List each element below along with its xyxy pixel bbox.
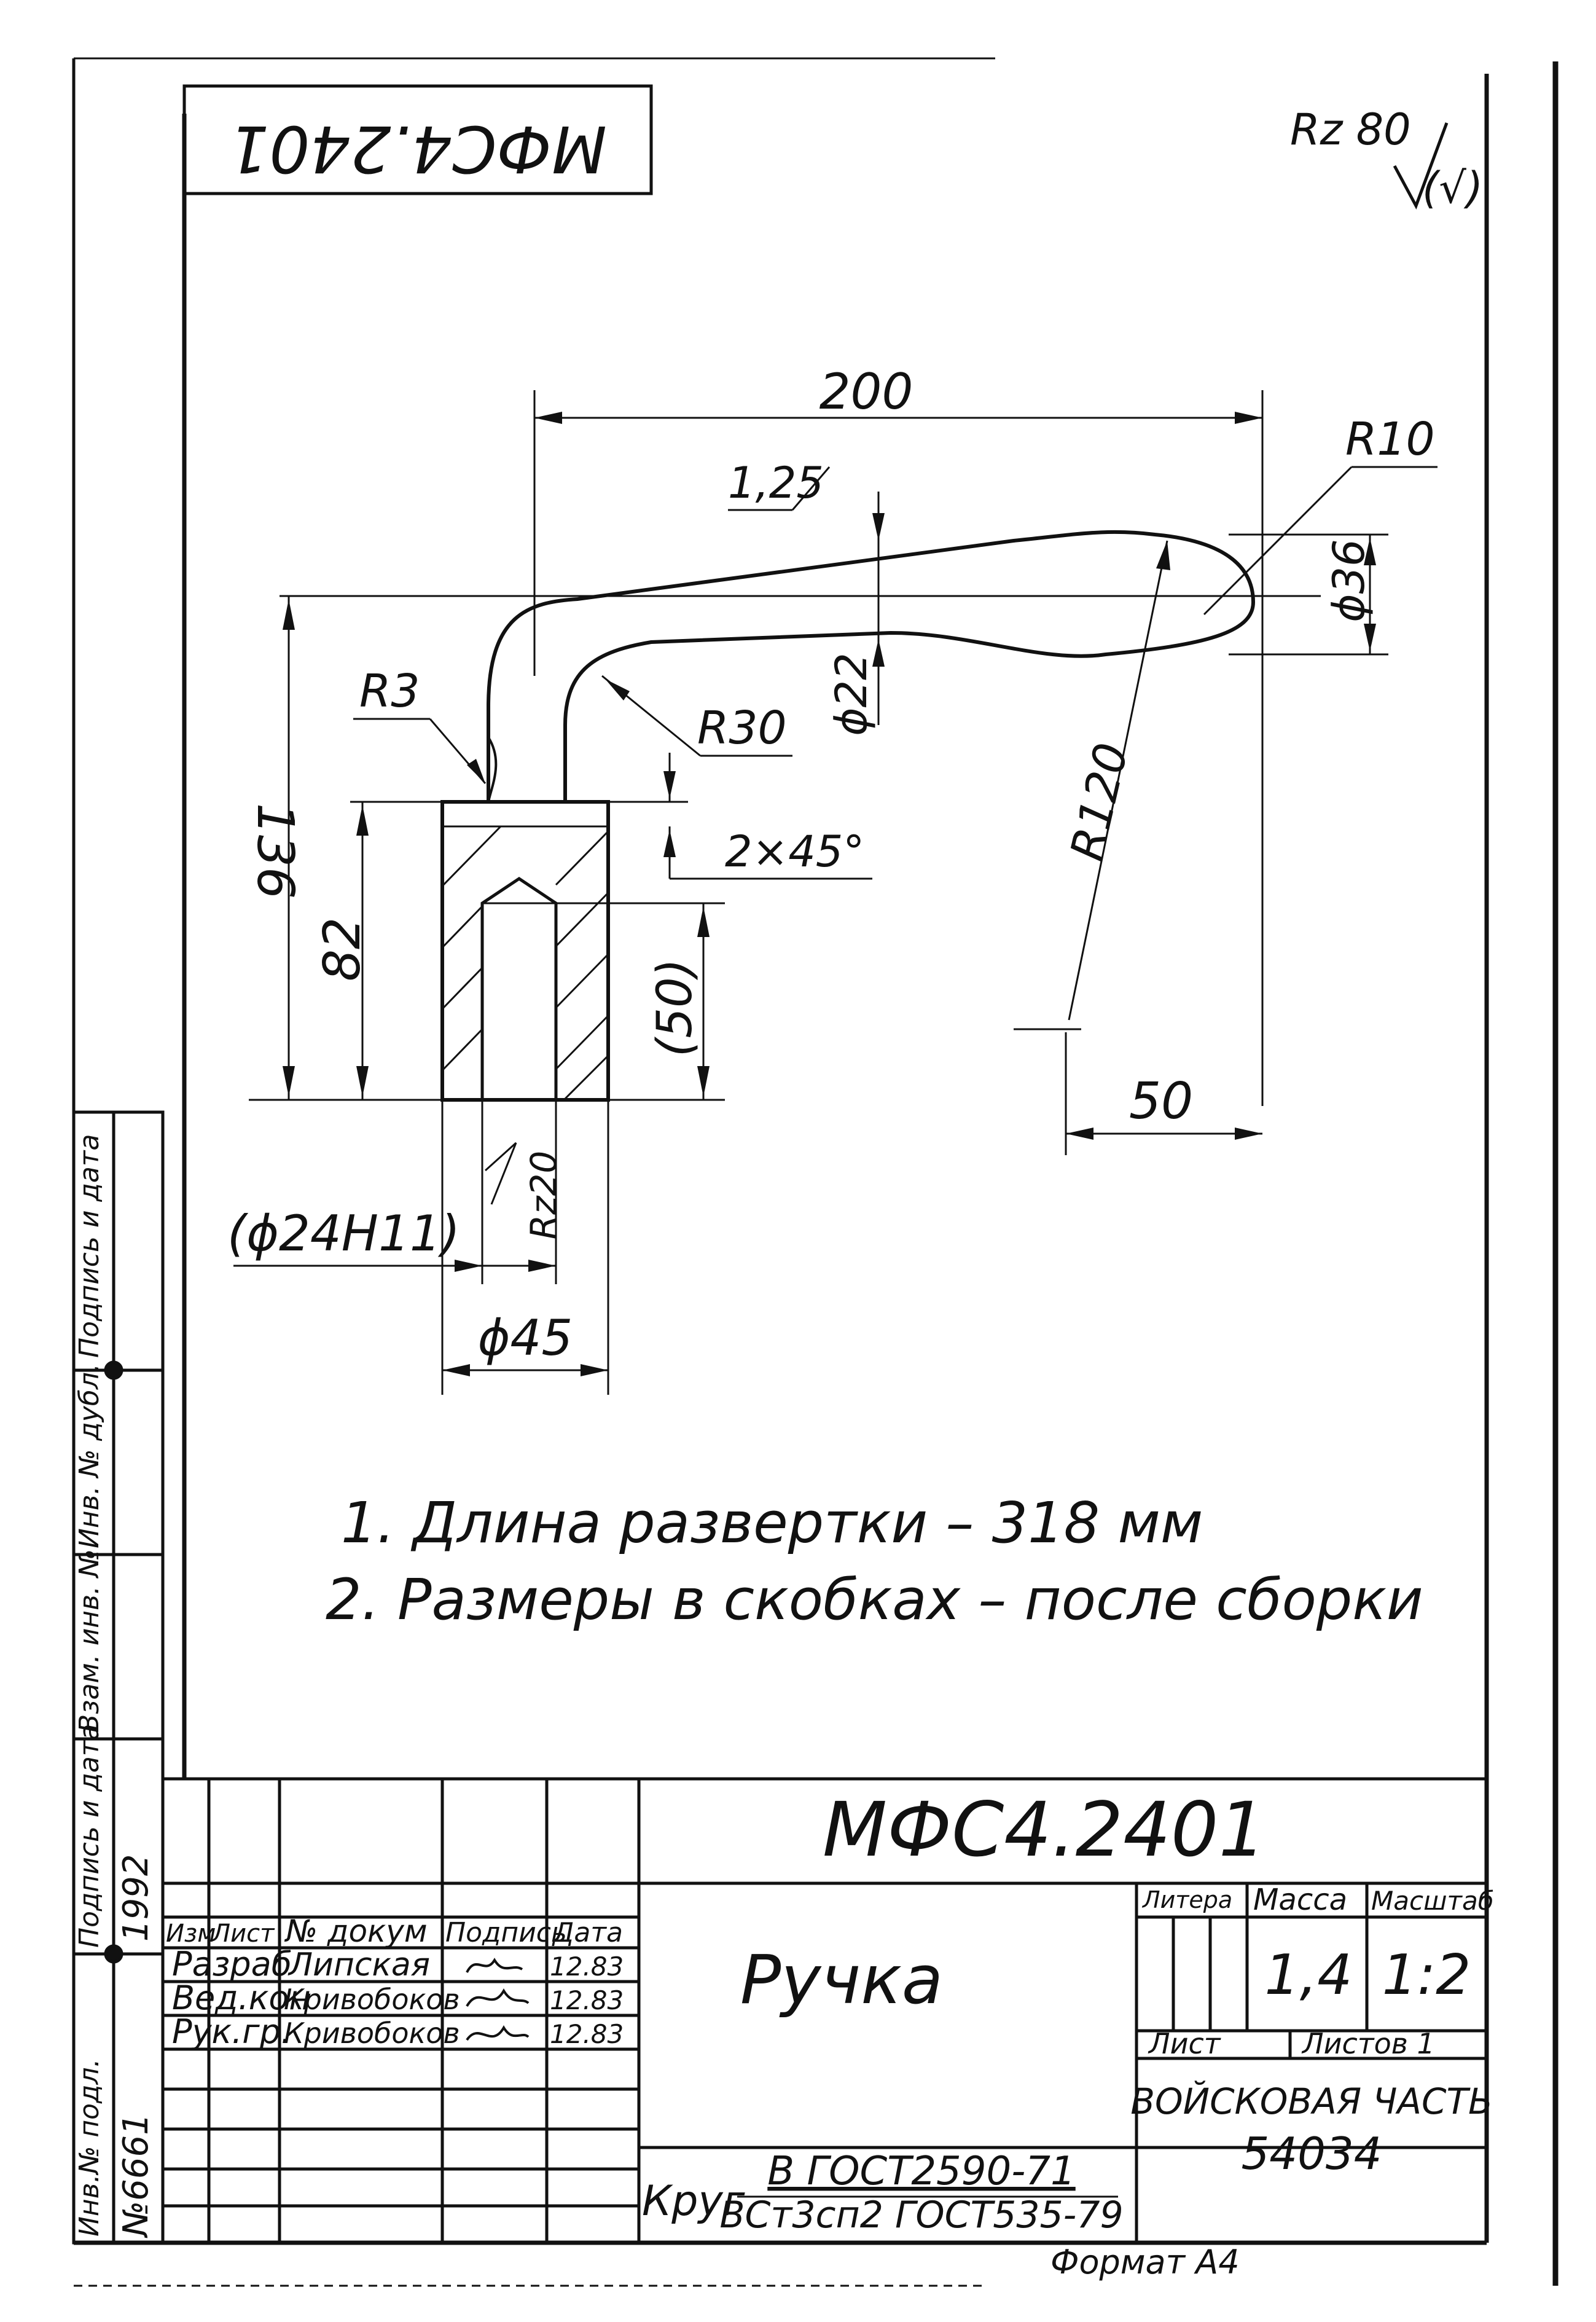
title-block-grid [163, 1777, 1487, 2243]
tb-mass: 1,4 [1264, 1943, 1352, 2007]
tb-col-izm: Изм [166, 1920, 216, 1948]
dim-bore: (ϕ24H11) [227, 1205, 460, 1262]
dim-d22: ϕ22 [826, 653, 877, 735]
tb-signatures [466, 1958, 530, 2041]
side-label-dup: Инв. № дубл. [74, 1363, 105, 1548]
tb-row-role-1: Разраб [172, 1945, 292, 1983]
tb-part-name: Ручка [740, 1940, 943, 2019]
side-handwritten: 1992 [116, 1854, 156, 1942]
tb-row-name-3: Кривобоков [284, 2017, 460, 2050]
tb-designation: МФС4.2401 [823, 1786, 1266, 1873]
tb-org-number: 54034 [1241, 2128, 1382, 2179]
tb-row-role-3: Рук.гр. [172, 2012, 291, 2051]
roughness-bracket: (√) [1422, 163, 1483, 213]
tb-row-date-3: 12.83 [550, 2019, 624, 2049]
rod-outline-outer [487, 530, 1255, 802]
general-roughness: Rz 80 (√) [1290, 104, 1483, 213]
dim-r30: R30 [697, 702, 787, 755]
tb-col-doc: № докум [284, 1913, 428, 1949]
dim-roughness-125: 1,25 [728, 458, 824, 508]
dim-82: 82 [313, 917, 372, 981]
side-label-replace: Взам. инв. № [74, 1549, 105, 1733]
tb-col-sign: Подпись [445, 1917, 567, 1948]
tb-row-date-1: 12.83 [550, 1951, 624, 1982]
note-1: 1. Длина развертки – 318 мм [341, 1490, 1203, 1556]
side-stamp [72, 1110, 165, 2245]
dim-d45: ϕ45 [478, 1309, 573, 1367]
tb-row-role-2: Вед.кон [172, 1979, 311, 2017]
dim-50: 50 [1129, 1072, 1193, 1131]
tb-org: ВОЙСКОВАЯ ЧАСТЬ [1130, 2080, 1493, 2122]
side-inv-number: №6661 [116, 2113, 156, 2238]
tb-row-name-1: Липская [288, 1947, 430, 1983]
dimension-arrows [283, 412, 1376, 1376]
top-stamp: МФС4.2401 [182, 84, 653, 195]
tb-sheets-label: Листов 1 [1301, 2027, 1435, 2060]
dim-136: 136 [246, 803, 304, 900]
dim-chamfer: 2×45° [725, 826, 864, 877]
top-stamp-text: МФС4.2401 [229, 111, 607, 186]
dim-200: 200 [820, 363, 913, 420]
tb-format: Формат А4 [1050, 2243, 1240, 2281]
tb-row-date-2: 12.83 [550, 1985, 624, 2015]
tb-mass-label: Масса [1253, 1883, 1347, 1917]
roughness-bore: Rz20 [523, 1151, 565, 1240]
side-label-inv: Инв.№ подл. [74, 2058, 105, 2237]
side-label-sign-1: Подпись и дата [74, 1724, 105, 1948]
side-label-sign-2: Подпись и дата [74, 1134, 105, 1358]
tb-row-name-2: Кривобоков [284, 1983, 460, 2016]
tb-col-list: Лист [211, 1920, 275, 1948]
tb-material-top: В ГОСТ2590-71 [767, 2149, 1075, 2194]
rod-outline-inner [563, 602, 1255, 802]
tb-material-label: Круг [642, 2177, 746, 2226]
tb-scale: 1:2 [1382, 1943, 1471, 2007]
dim-r3: R3 [359, 665, 420, 718]
dim-d36: ϕ36 [1324, 539, 1374, 622]
dim-r10: R10 [1345, 413, 1435, 466]
tb-sheet-label: Лист [1148, 2027, 1221, 2060]
tb-material-bottom: ВСт3сп2 ГОСТ535-79 [719, 2194, 1123, 2237]
bore [480, 876, 558, 1100]
dim-50-bracket: (50) [647, 959, 703, 1057]
tb-col-date: Дата [552, 1917, 623, 1948]
note-2: 2. Размеры в скобках – после сборки [326, 1567, 1423, 1633]
dimensions [233, 390, 1438, 1395]
tb-litera-label: Литера [1141, 1886, 1232, 1913]
tb-scale-label: Масштаб [1371, 1886, 1494, 1916]
roughness-general-label: Rz 80 [1290, 104, 1411, 155]
